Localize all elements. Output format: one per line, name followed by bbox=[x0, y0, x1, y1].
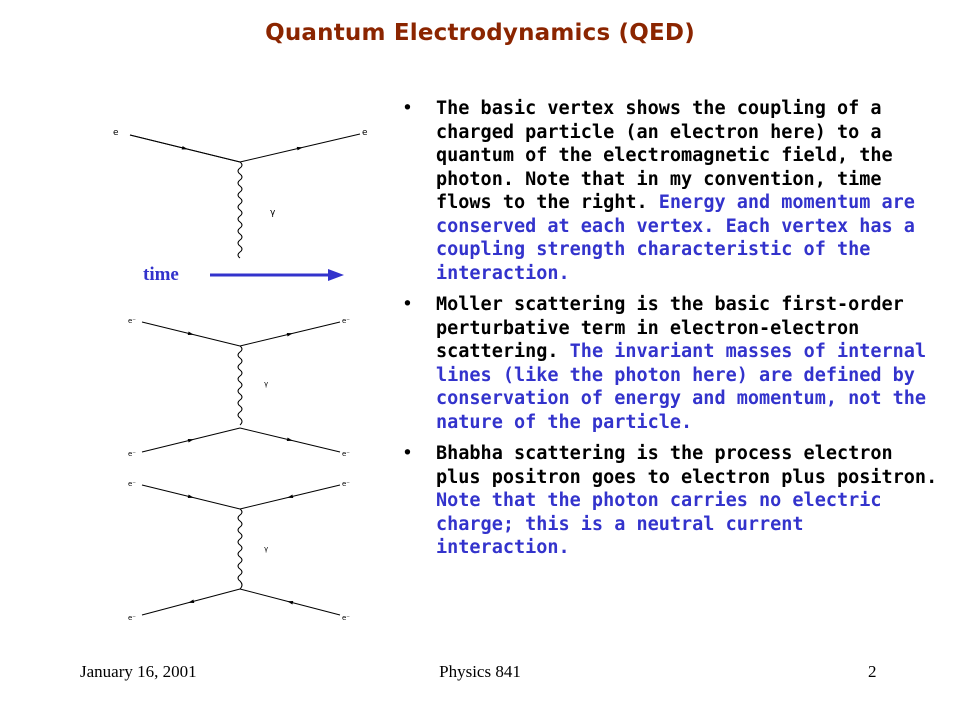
slide-title: Quantum Electrodynamics (QED) bbox=[265, 20, 695, 46]
basic-vertex-diagram: e e γ bbox=[113, 128, 368, 259]
bhabha-photon-label: γ bbox=[264, 545, 268, 553]
moller-photon-line bbox=[237, 345, 243, 426]
bhabha-out-bottom-label: e⁻ bbox=[342, 614, 350, 622]
bullet-marker: • bbox=[402, 294, 413, 315]
bullet-moller-scattering: • Moller scattering is the basic first-o… bbox=[396, 293, 944, 434]
photon-wavy-line bbox=[237, 161, 243, 259]
bullet-text: Bhabha scattering is the process electro… bbox=[436, 443, 938, 488]
bhabha-in-bottom-label: e⁻ bbox=[128, 614, 136, 622]
bullet-text: Moller scattering is the basic first-ord… bbox=[436, 294, 904, 362]
moller-out-top-label: e⁻ bbox=[342, 317, 350, 325]
bullet-text: The basic vertex shows the coupling of a… bbox=[436, 98, 893, 213]
bullet-bhabha-scattering: • Bhabha scattering is the process elect… bbox=[396, 442, 944, 560]
vertex-photon-label: γ bbox=[270, 208, 276, 218]
vertex-electron-out-label: e bbox=[362, 128, 368, 138]
bullet-list: • The basic vertex shows the coupling of… bbox=[396, 97, 944, 568]
moller-scattering-diagram: e⁻ e⁻ γ e⁻ e⁻ bbox=[128, 317, 350, 458]
bullet-basic-vertex: • The basic vertex shows the coupling of… bbox=[396, 97, 944, 285]
bhabha-photon-line bbox=[237, 508, 243, 590]
footer-date: January 16, 2001 bbox=[80, 662, 197, 681]
time-arrow bbox=[210, 269, 344, 281]
moller-out-bottom-label: e⁻ bbox=[342, 450, 350, 458]
bullet-highlight-text: Note that the photon carries no electric… bbox=[436, 490, 882, 558]
bullet-marker: • bbox=[402, 98, 413, 119]
bullet-highlight-text: Energy and momentum are conserved at eac… bbox=[436, 192, 915, 284]
bullet-marker: • bbox=[402, 443, 413, 464]
bhabha-scattering-diagram: e⁻ e⁻ γ e⁻ e⁻ bbox=[128, 480, 350, 622]
bullet-highlight-text: The invariant masses of internal lines (… bbox=[436, 341, 927, 433]
time-label: time bbox=[143, 264, 179, 285]
vertex-electron-in-label: e bbox=[113, 128, 119, 138]
moller-photon-label: γ bbox=[264, 380, 268, 388]
moller-in-bottom-label: e⁻ bbox=[128, 450, 136, 458]
moller-in-top-label: e⁻ bbox=[128, 317, 136, 325]
bhabha-in-top-label: e⁻ bbox=[128, 480, 136, 488]
footer-course: Physics 841 bbox=[439, 662, 521, 681]
bhabha-out-top-label: e⁻ bbox=[342, 480, 350, 488]
footer-page-number: 2 bbox=[868, 662, 877, 681]
